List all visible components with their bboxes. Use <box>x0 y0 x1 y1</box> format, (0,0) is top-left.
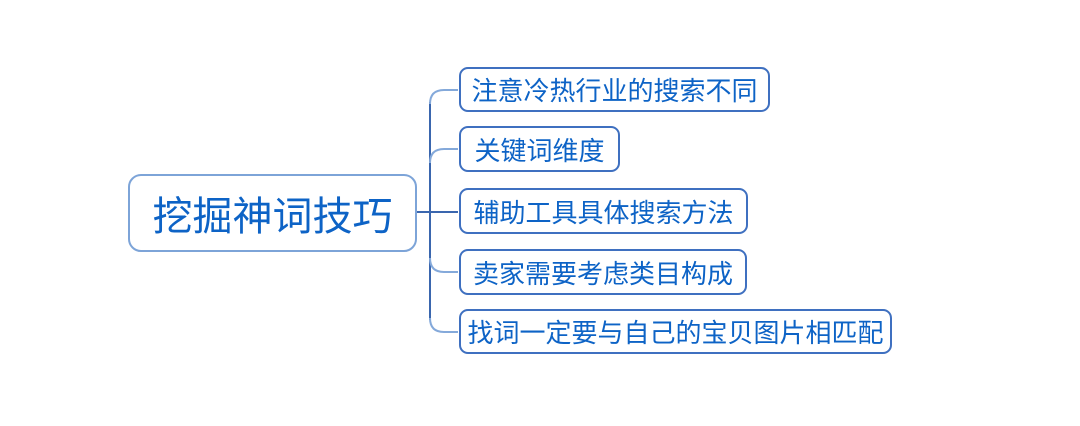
root-topic-label: 挖掘神词技巧 <box>152 194 393 240</box>
subtopic-label-3: 辅助工具具体搜索方法 <box>473 198 734 229</box>
subtopic-node-1[interactable]: 注意冷热行业的搜索不同 <box>459 67 770 112</box>
subtopic-node-3[interactable]: 辅助工具具体搜索方法 <box>459 188 748 234</box>
subtopic-label-1: 注意冷热行业的搜索不同 <box>471 77 758 107</box>
connector-branch-4 <box>429 257 458 273</box>
connector-branch-2 <box>429 148 458 164</box>
subtopic-node-5[interactable]: 找词一定要与自己的宝贝图片相匹配 <box>459 309 892 354</box>
subtopic-label-5: 找词一定要与自己的宝贝图片相匹配 <box>467 319 884 349</box>
connector-branch-5 <box>429 317 458 333</box>
subtopic-node-2[interactable]: 关键词维度 <box>459 126 620 172</box>
subtopic-label-2: 关键词维度 <box>474 136 605 167</box>
connector-branch-1 <box>429 89 458 105</box>
subtopic-label-4: 卖家需要考虑类目构成 <box>472 259 733 290</box>
subtopic-node-4[interactable]: 卖家需要考虑类目构成 <box>459 249 747 295</box>
root-topic-node[interactable]: 挖掘神词技巧 <box>128 174 417 252</box>
